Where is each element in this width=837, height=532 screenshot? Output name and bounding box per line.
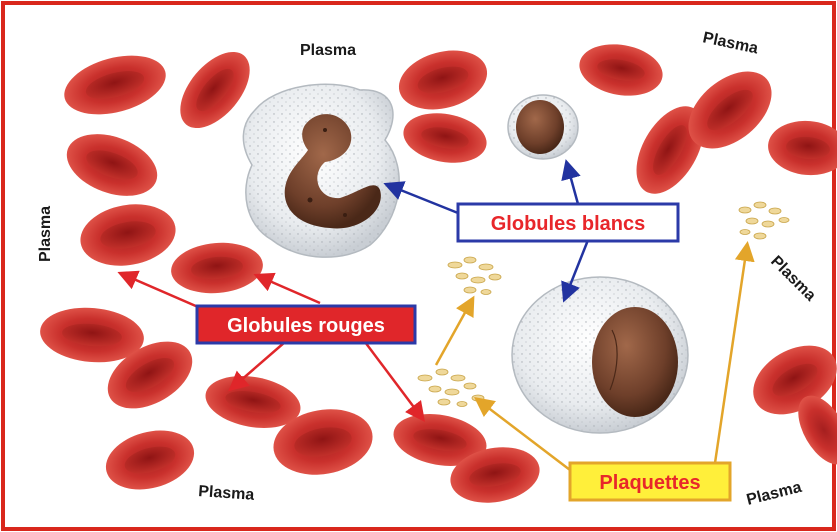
plasma-label: Plasma bbox=[300, 42, 356, 59]
globules-rouges-label: Globules rouges bbox=[227, 315, 385, 337]
plaquettes-label: Plaquettes bbox=[599, 472, 700, 494]
plasma-label: Plasma bbox=[37, 206, 54, 262]
globules-rouges-label-box: Globules rouges bbox=[197, 306, 415, 343]
globules-blancs-label: Globules blancs bbox=[491, 213, 645, 235]
plaquettes-label-box: Plaquettes bbox=[570, 463, 730, 500]
globules-blancs-label-box: Globules blancs bbox=[458, 204, 678, 241]
neutrophil-cell bbox=[243, 84, 399, 257]
monocyte-cell bbox=[512, 277, 688, 433]
lymphocyte-cell bbox=[508, 95, 578, 159]
